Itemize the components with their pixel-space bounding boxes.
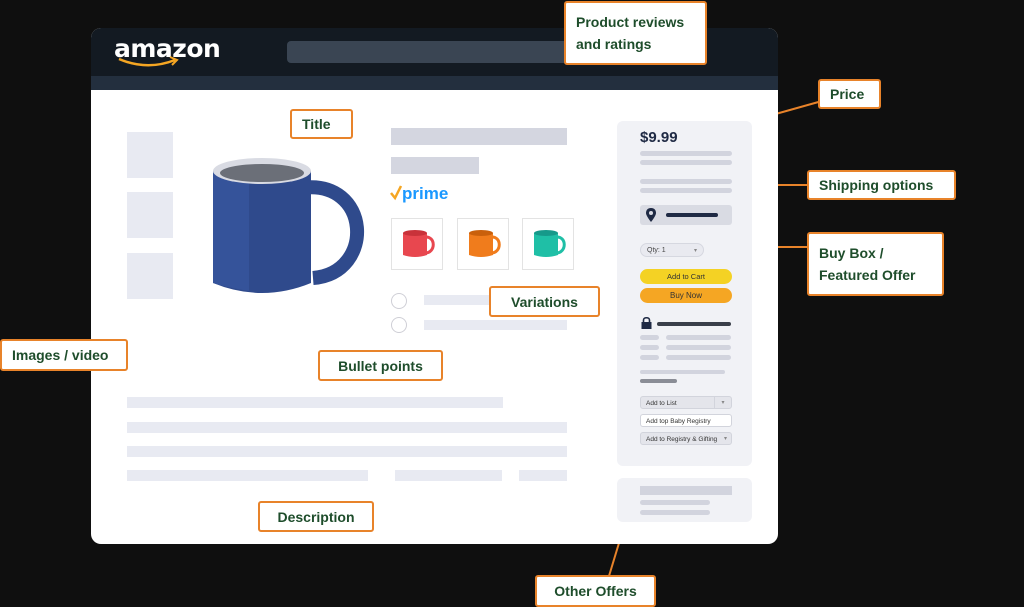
amazon-logo[interactable]: amazon [114,34,221,63]
other-offers-line [640,500,710,505]
bullet-line [424,295,489,305]
variation-orange[interactable] [457,218,509,270]
seller-info-line [640,355,659,360]
other-offers-box[interactable] [617,478,752,522]
title-placeholder [391,128,567,145]
description-line [127,422,567,433]
bullet-marker [391,317,407,333]
quantity-label: Qty: 1 [647,247,666,254]
price-label: $9.99 [640,129,678,146]
callout-images-video: Images / video [0,339,128,371]
callout-title: Title [290,109,353,139]
registry-gifting-label: Add to Registry & Gifting [646,436,718,443]
seller-info-line [666,355,731,360]
other-offers-line [640,486,732,495]
registry-gifting-select[interactable]: Add to Registry & Gifting ▾ [640,432,732,445]
callout-description: Description [258,501,374,532]
add-to-cart-button[interactable]: Add to Cart [640,269,732,284]
product-mug-image[interactable] [201,153,366,303]
delivery-location-selector[interactable] [640,205,732,225]
baby-registry-button[interactable]: Add top Baby Registry [640,414,732,427]
bullet-line [424,320,567,330]
chevron-down-icon: ▾ [723,436,727,442]
amazon-smile-icon [118,56,179,67]
callout-variations: Variations [489,286,600,317]
variation-red[interactable] [391,218,443,270]
seller-info-line [640,345,659,350]
other-offers-line [640,510,710,515]
description-line [127,470,368,481]
buy-now-button[interactable]: Buy Now [640,288,732,303]
mug-teal-icon [534,230,566,257]
image-thumbnail[interactable] [127,192,173,238]
mug-red-icon [403,230,435,257]
quantity-select[interactable]: Qty: 1 ▾ [640,243,704,257]
product-page-window: amazon prime [91,28,778,544]
price-detail-line [640,151,732,156]
mug-orange-icon [469,230,501,257]
chevron-down-icon: ▾ [693,248,697,254]
nav-subbar [91,76,778,90]
description-line [395,470,502,481]
seller-info-line [640,335,659,340]
description-line [127,446,567,457]
prime-logo-icon: prime [390,184,448,203]
description-line [127,397,503,408]
search-input[interactable] [287,41,587,63]
return-policy-line [640,379,677,383]
seller-info-line [666,335,731,340]
lock-icon [641,316,652,329]
baby-registry-label: Add top Baby Registry [646,418,711,425]
rating-placeholder[interactable] [391,157,479,174]
secure-transaction-line [657,322,731,326]
shipping-option-line[interactable] [640,179,732,184]
callout-other-offers: Other Offers [535,575,656,607]
callout-product-reviews: Product reviews and ratings [564,1,707,65]
image-thumbnail[interactable] [127,132,173,178]
add-to-list-button[interactable]: Add to List ▾ [640,396,732,409]
callout-buy-box: Buy Box / Featured Offer [807,232,944,296]
buy-box: $9.99 Qty: 1 ▾ Add to Cart Buy Now [617,121,752,466]
variation-teal[interactable] [522,218,574,270]
seller-info-line [666,345,731,350]
chevron-down-icon[interactable]: ▾ [714,397,731,408]
image-thumbnail[interactable] [127,253,173,299]
price-detail-line [640,160,732,165]
location-pin-icon [646,208,656,222]
return-policy-line [640,370,725,374]
callout-price: Price [818,79,881,109]
shipping-option-line[interactable] [640,188,732,193]
prime-label: prime [402,184,448,203]
add-to-list-label: Add to List [646,400,677,407]
bullet-marker [391,293,407,309]
callout-bullet-points: Bullet points [318,350,443,381]
description-line [519,470,567,481]
location-text-line [666,213,718,217]
callout-shipping-options: Shipping options [807,170,956,200]
